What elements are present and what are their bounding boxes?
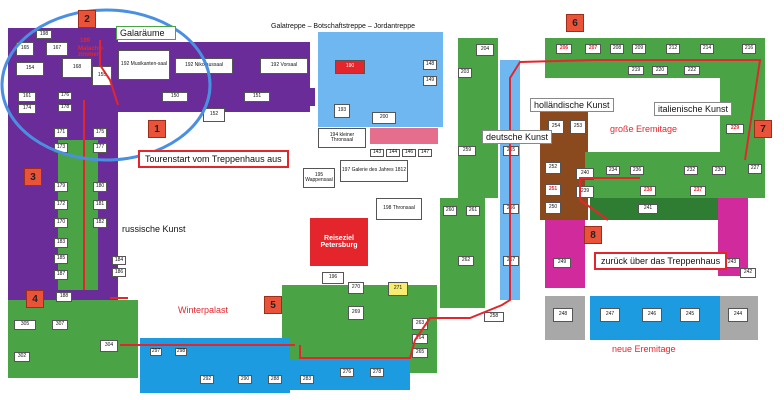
route-marker-3: 3	[24, 168, 42, 186]
label-italienische-kunst: italienische Kunst	[654, 102, 733, 116]
room: 207	[585, 44, 601, 54]
room: 305	[14, 320, 36, 330]
malachit-room-number: 189	[80, 38, 91, 44]
room: 177	[93, 143, 107, 153]
room: 176	[58, 92, 72, 100]
room: 161	[18, 92, 36, 102]
route-marker-2: 2	[78, 10, 96, 28]
room: 216	[742, 44, 756, 54]
southwest-block	[8, 300, 138, 378]
malachit-room-name: Malachit-zimmer	[78, 46, 105, 58]
room: 187	[54, 270, 68, 280]
room: 276	[340, 368, 354, 377]
room: 290	[238, 375, 252, 384]
room: 302	[14, 352, 30, 362]
room: 171	[54, 128, 68, 138]
route-marker-5: 5	[264, 296, 282, 314]
room: 184	[112, 256, 126, 265]
room: 152	[203, 108, 225, 122]
room: 170	[54, 218, 68, 228]
route-marker-7: 7	[754, 120, 772, 138]
west-wing-inner	[58, 140, 98, 290]
room: 292	[200, 375, 214, 384]
room: 182	[93, 218, 107, 228]
room: 179	[54, 182, 68, 192]
room: 150	[162, 92, 188, 102]
room: 206	[556, 44, 572, 54]
room: 180	[93, 182, 107, 192]
room: 304	[100, 340, 118, 352]
room: 181	[93, 200, 107, 210]
room: 307	[52, 320, 68, 330]
room: 172	[54, 200, 68, 210]
label-neue-eremitage: neue Eremitage	[612, 344, 676, 354]
room: 288	[268, 375, 282, 384]
room: 209	[632, 44, 646, 54]
label-grosse-eremitage: große Eremitage	[610, 124, 678, 134]
room: 198	[36, 30, 52, 39]
room: 151	[244, 92, 270, 102]
room: 165	[16, 42, 34, 56]
room: 178	[58, 104, 72, 112]
room: 298	[175, 348, 187, 356]
south-gallery	[140, 338, 290, 393]
route-marker-4: 4	[26, 290, 44, 308]
tour-start-box: Tourenstart vom Treppenhaus aus	[138, 150, 289, 168]
room: 186	[112, 268, 126, 277]
room: 188	[56, 292, 72, 302]
label-galaraeume: Galaräume	[116, 26, 176, 40]
room: 212	[666, 44, 680, 54]
room: 185	[54, 254, 68, 264]
room: 154	[16, 62, 44, 76]
label-winterpalast: Winterpalast	[178, 305, 229, 315]
room: 168	[62, 58, 92, 78]
room: 283	[300, 375, 314, 384]
label-deutsche-kunst: deutsche Kunst	[482, 130, 553, 144]
room: 214	[700, 44, 714, 54]
room: 297	[150, 348, 162, 356]
room: 204	[476, 44, 494, 56]
room: 174	[18, 104, 36, 114]
route-marker-8: 8	[584, 226, 602, 244]
return-box: zurück über das Treppenhaus	[594, 252, 728, 270]
room: 167	[46, 42, 68, 56]
room: 183	[54, 238, 68, 248]
room: 192 Musikanten-saal	[118, 50, 170, 80]
room: 175	[93, 128, 107, 138]
stair-label: Galatreppe – Botschaftstreppe – Jordantr…	[271, 23, 415, 30]
room: 208	[610, 44, 624, 54]
route-marker-6: 6	[566, 14, 584, 32]
room: 278	[370, 368, 384, 377]
label-russische-kunst: russische Kunst	[122, 224, 186, 234]
label-hollaendische-kunst: holländische Kunst	[530, 98, 614, 112]
route-marker-1: 1	[148, 120, 166, 138]
